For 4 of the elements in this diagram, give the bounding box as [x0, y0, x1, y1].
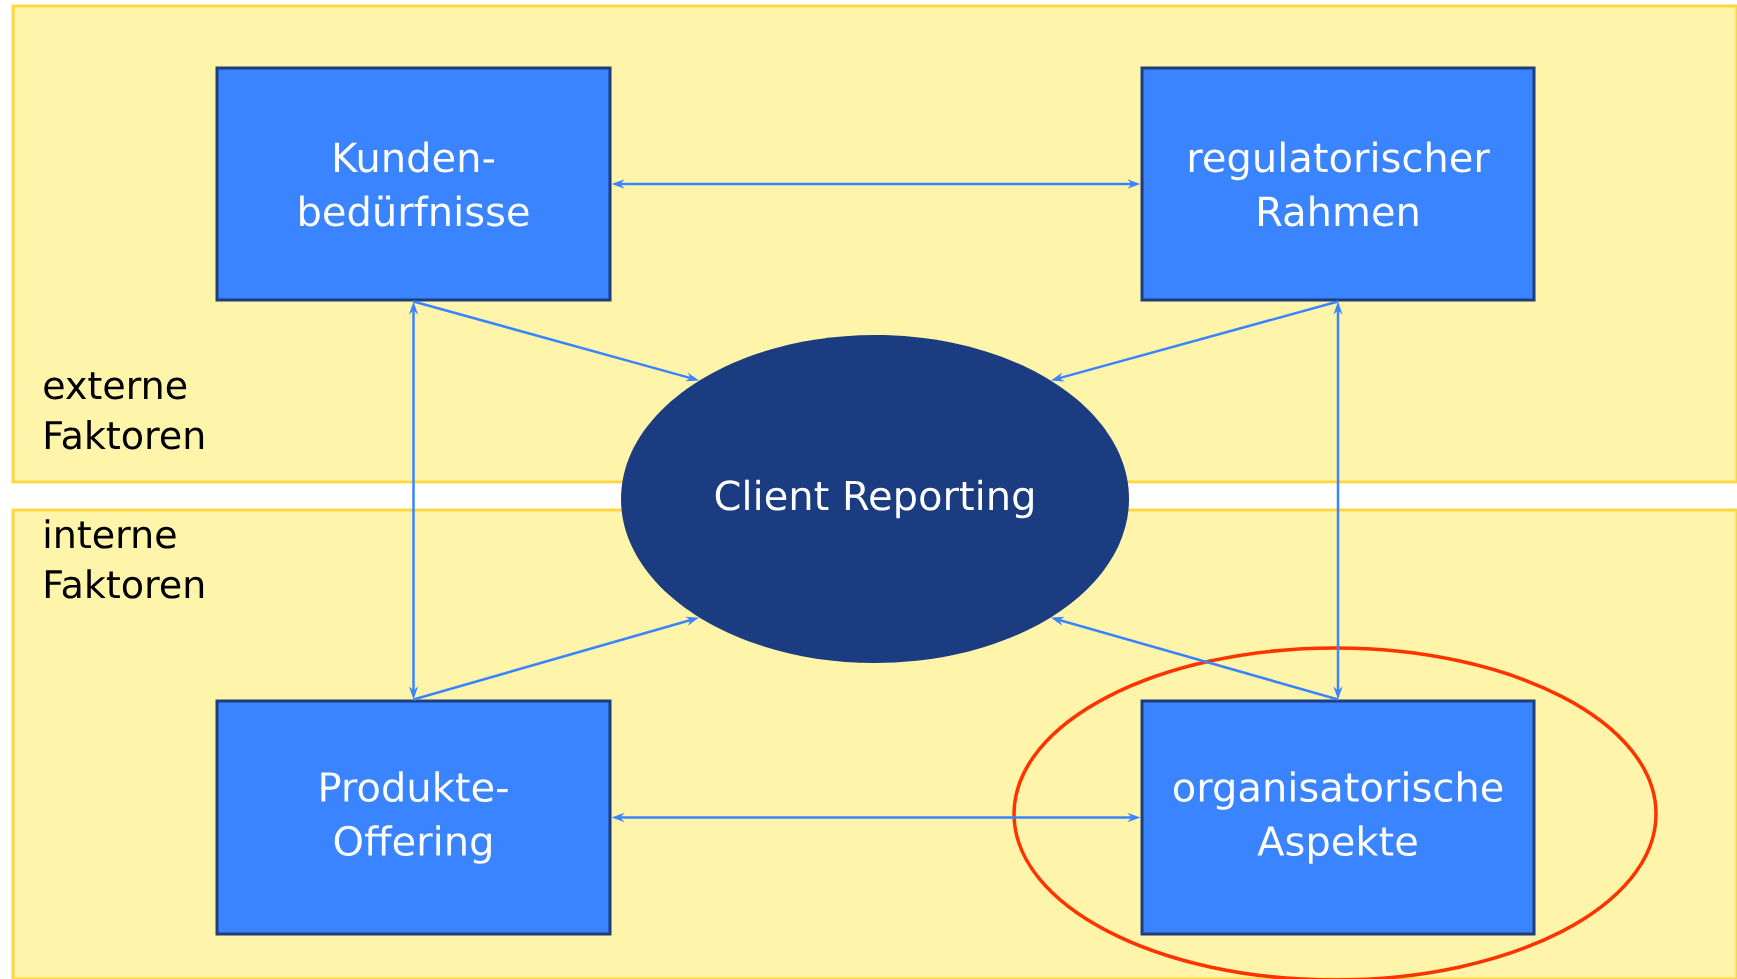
process-box: Produkte- Offering [215, 699, 612, 936]
process-box: regulatorischer Rahmen [1140, 66, 1536, 302]
process-box: Kunden- bedürfnisse [215, 66, 612, 302]
process-box: organisatorische Aspekte [1140, 699, 1536, 936]
